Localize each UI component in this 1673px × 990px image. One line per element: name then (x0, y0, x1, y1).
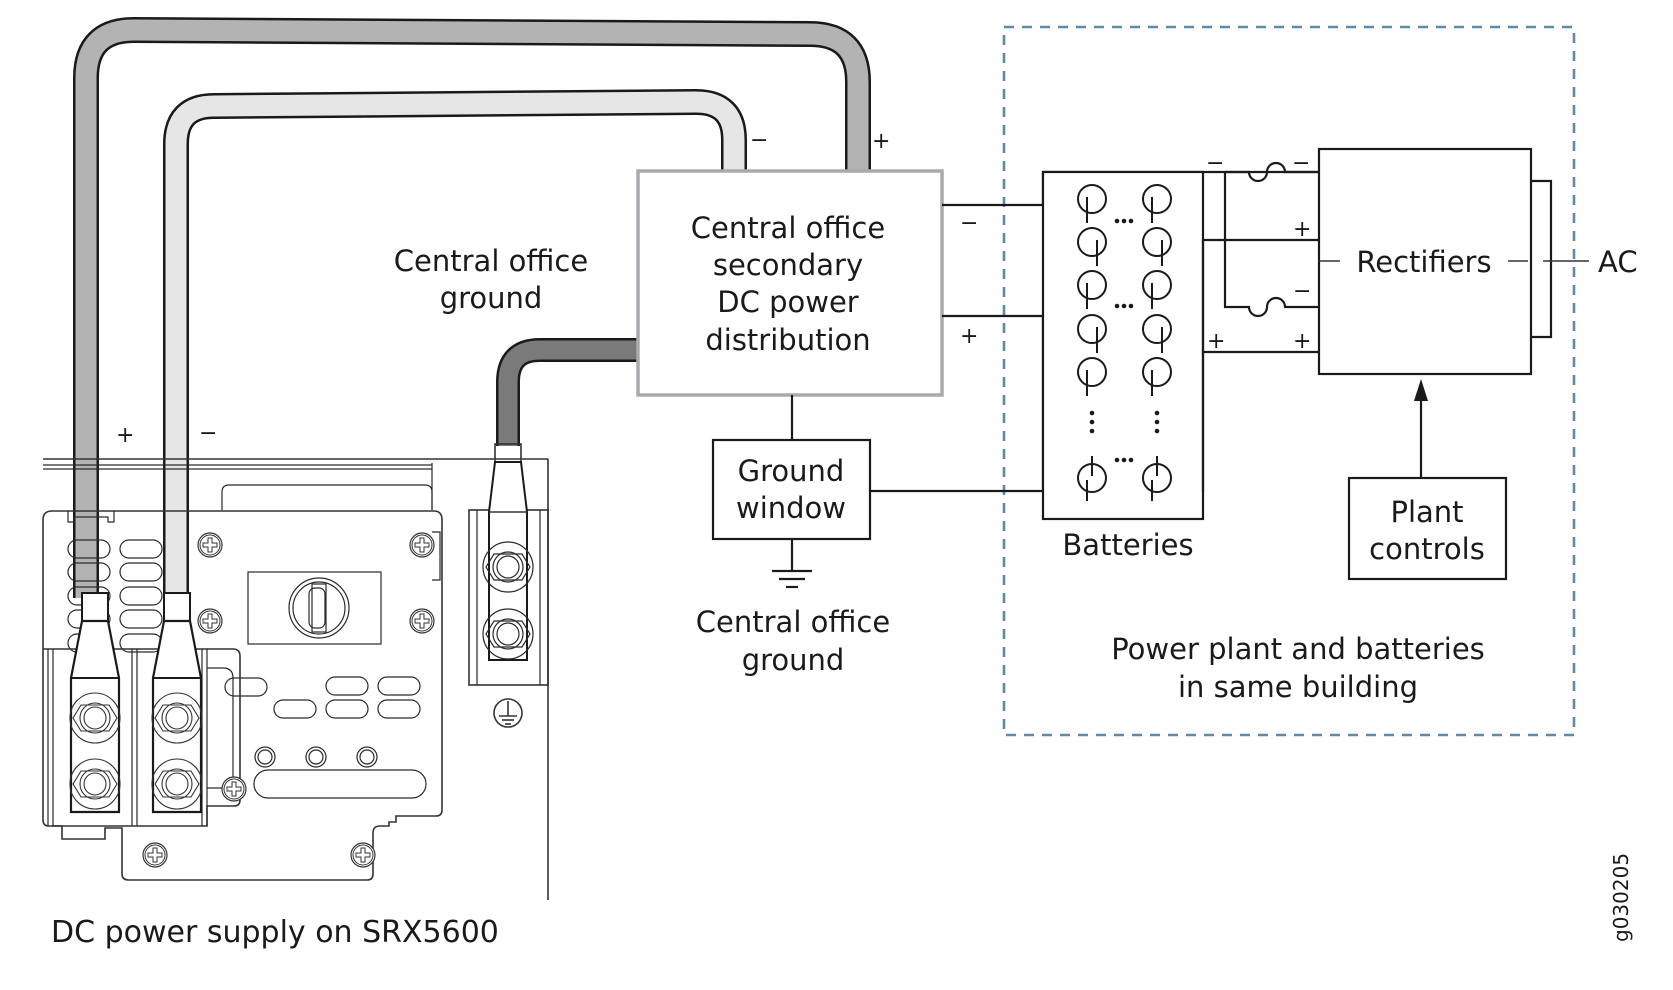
cable-left-minus-sign: − (199, 421, 217, 446)
co-ground-top-label-1: Central office (394, 244, 588, 278)
positive-cable (73, 16, 871, 598)
bus-minus-sign-3: − (1293, 279, 1311, 304)
distribution-box (636, 169, 944, 397)
ac-bracket (1531, 179, 1553, 339)
ground-window-box (711, 438, 872, 541)
power-plant-label-2: in same building (1178, 670, 1418, 704)
battery-cell-icon (1077, 227, 1107, 266)
ellipsis-dot (1121, 303, 1127, 309)
distribution-label-4: distribution (705, 323, 870, 357)
ground-lug (468, 443, 549, 686)
rectifiers-label: Rectifiers (1356, 245, 1491, 279)
plant-controls-box (1347, 476, 1508, 581)
screw-icon (221, 776, 247, 802)
ellipsis-dot (1154, 410, 1160, 416)
protective-earth-icon (493, 698, 523, 728)
batteries-box (1041, 170, 1205, 521)
power-plant-label-1: Power plant and batteries (1111, 632, 1485, 666)
plant-controls-arrow-head (1414, 379, 1428, 401)
plant-controls-label-2: controls (1369, 532, 1485, 566)
distribution-label-3: DC power (717, 285, 859, 319)
ground-window-label-2: window (736, 491, 846, 525)
positive-branch-wire-top (1201, 238, 1318, 492)
bus-plus-sign-2: + (1207, 329, 1225, 354)
negative-branch-wire (1223, 172, 1318, 318)
ground-cable (496, 338, 640, 446)
distribution-label-1: Central office (691, 211, 885, 245)
cable-top-minus-sign: − (750, 128, 768, 153)
figure-id: g030205 (1609, 853, 1633, 942)
screw-icon (197, 608, 223, 634)
ellipsis-dot (1089, 410, 1095, 416)
battery-cells (1077, 184, 1172, 501)
screw-icon (142, 842, 168, 868)
ellipsis-dot (1089, 428, 1095, 434)
ellipsis-dot (1114, 218, 1120, 224)
ellipsis-dot (1121, 457, 1127, 463)
plant-controls-label-1: Plant (1390, 495, 1463, 529)
negative-fuse-top (1225, 161, 1318, 183)
ellipsis-dot (1128, 218, 1134, 224)
battery-cell-icon (1077, 357, 1107, 396)
ground-window-label-1: Ground (738, 454, 845, 488)
dist-plus-sign: + (960, 324, 978, 349)
rectifiers-box (1317, 147, 1533, 376)
negative-lug (151, 592, 203, 814)
chassis-screws (142, 532, 435, 868)
screw-icon (409, 608, 435, 634)
ellipsis-dot (1089, 419, 1095, 425)
battery-cell-icon (1142, 357, 1172, 396)
battery-cell-icon (1077, 456, 1107, 501)
power-plant-boundary (1002, 25, 1576, 737)
screw-icon (409, 532, 435, 558)
co-ground-bottom-label-2: ground (742, 643, 845, 677)
ellipsis-dot (1128, 457, 1134, 463)
ellipsis-dot (1154, 428, 1160, 434)
screw-icon (197, 532, 223, 558)
positive-lug (69, 592, 121, 814)
ellipsis-dot (1114, 457, 1120, 463)
ellipsis-dot (1128, 303, 1134, 309)
ellipsis-dot (1154, 419, 1160, 425)
ellipsis-dot (1114, 303, 1120, 309)
battery-cell-icon (1077, 270, 1107, 309)
co-ground-bottom-label-1: Central office (696, 605, 890, 639)
negative-cable (163, 88, 747, 598)
battery-cell-icon (1142, 184, 1172, 223)
bus-plus-sign-3: + (1293, 329, 1311, 354)
battery-cell-icon (1077, 314, 1107, 353)
dist-minus-sign: − (960, 211, 978, 236)
distribution-label-2: secondary (713, 248, 863, 282)
cable-top-plus-sign: + (872, 129, 890, 154)
screw-icon (350, 842, 376, 868)
battery-cell-icon (1142, 227, 1172, 266)
psu-terminal-lugs (69, 592, 203, 814)
battery-cell-icon (1142, 270, 1172, 309)
bus-minus-sign-2: − (1292, 151, 1310, 176)
battery-cell-icon (1077, 184, 1107, 223)
ellipsis-dot (1121, 218, 1127, 224)
bus-minus-sign-1: − (1206, 151, 1224, 176)
co-ground-top-label-2: ground (440, 281, 543, 315)
bus-plus-sign-1: + (1293, 217, 1311, 242)
ac-label: AC (1598, 245, 1638, 279)
earth-ground-symbol (772, 539, 812, 589)
cable-left-plus-sign: + (116, 423, 134, 448)
battery-cell-icon (1142, 456, 1172, 501)
batteries-label: Batteries (1062, 528, 1193, 562)
battery-cell-icon (1142, 314, 1172, 353)
positive-bus-wire (942, 314, 1045, 492)
dc-power-supply-caption: DC power supply on SRX5600 (51, 915, 499, 950)
